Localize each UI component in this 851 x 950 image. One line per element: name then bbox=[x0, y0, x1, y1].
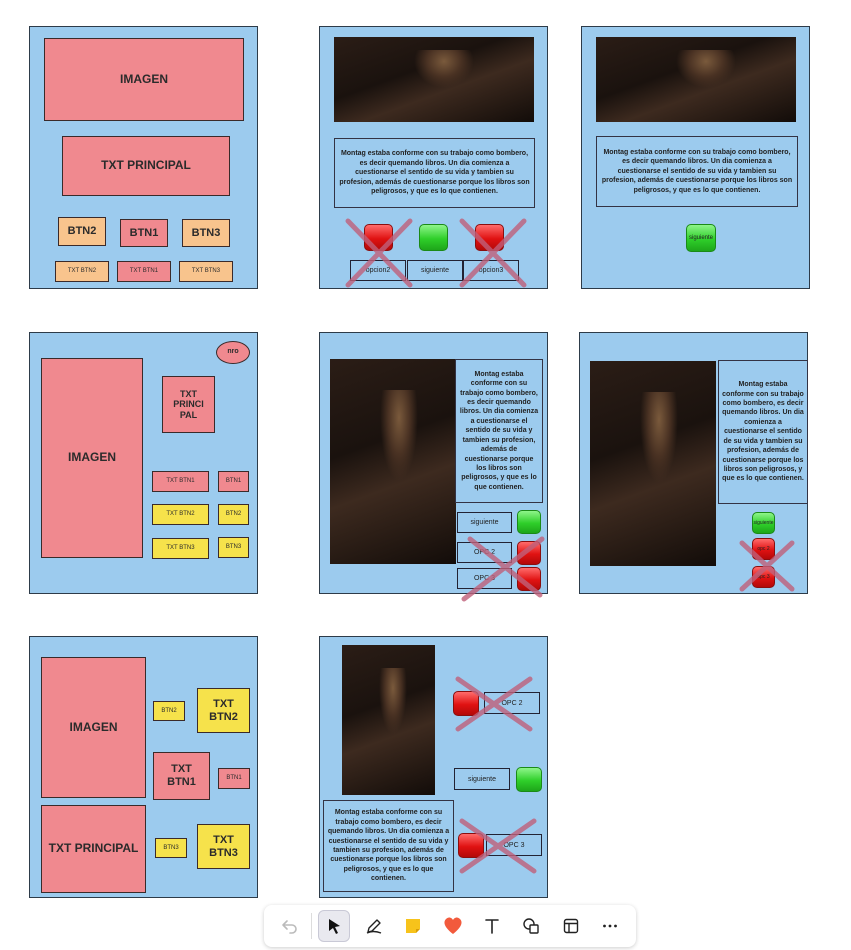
pen-icon[interactable] bbox=[358, 910, 389, 942]
opc2-button-label: opc 2 bbox=[757, 546, 770, 552]
siguiente-label[interactable]: siguiente bbox=[457, 512, 512, 533]
txt-btn1-placeholder: TXT BTN1 bbox=[117, 261, 171, 282]
red-option-button-right[interactable] bbox=[475, 224, 504, 251]
main-text-placeholder: TXT PRINCIPAL bbox=[62, 136, 230, 196]
green-next-button[interactable] bbox=[419, 224, 448, 251]
btn3-placeholder: BTN3 bbox=[182, 219, 230, 247]
select-icon[interactable] bbox=[318, 910, 350, 942]
wireframe-1-frame: IMAGEN TXT PRINCIPAL BTN2 BTN1 BTN3 TXT … bbox=[29, 26, 258, 289]
siguiente-label[interactable]: siguiente bbox=[454, 768, 510, 790]
btn2-placeholder: BTN2 bbox=[218, 504, 249, 525]
siguiente-label[interactable]: siguiente bbox=[407, 260, 463, 281]
txt-btn3-placeholder: TXT BTN3 bbox=[152, 538, 209, 559]
number-badge: nro bbox=[216, 341, 250, 364]
reaction-icon[interactable] bbox=[437, 910, 468, 942]
txt-btn1-placeholder: TXT BTN1 bbox=[153, 752, 210, 800]
story-image bbox=[342, 645, 435, 795]
green-next-button[interactable] bbox=[517, 510, 541, 534]
btn2-placeholder: BTN2 bbox=[58, 217, 106, 246]
btn3-placeholder: BTN3 bbox=[155, 838, 187, 858]
btn1-placeholder: BTN1 bbox=[218, 471, 249, 492]
shapes-icon[interactable] bbox=[516, 910, 547, 942]
story-text-box: Montag estaba conforme con su trabajo co… bbox=[718, 360, 808, 504]
option2-label[interactable]: opcion2 bbox=[350, 260, 406, 281]
txt-btn1-placeholder: TXT BTN1 bbox=[152, 471, 209, 492]
opc3-button-label: opc 3 bbox=[757, 574, 770, 580]
mockup-3-frame: Montag estaba conforme con su trabajo co… bbox=[319, 332, 548, 602]
bottom-toolbar bbox=[264, 905, 636, 947]
red-option-button-2[interactable] bbox=[517, 541, 541, 565]
main-text-placeholder: TXT PRINCIPAL bbox=[41, 805, 146, 893]
red-option-button-2[interactable] bbox=[453, 691, 479, 716]
text-icon[interactable] bbox=[476, 910, 507, 942]
red-option-button-3[interactable] bbox=[458, 833, 484, 858]
image-placeholder: IMAGEN bbox=[44, 38, 244, 121]
wireframe-2-frame: nro IMAGEN TXT PRINCI PAL TXT BTN1 BTN1 … bbox=[29, 332, 258, 594]
txt-btn2-placeholder: TXT BTN2 bbox=[197, 688, 250, 733]
option2-label[interactable]: OPC 2 bbox=[484, 692, 540, 714]
btn1-placeholder: BTN1 bbox=[120, 219, 168, 247]
txt-btn2-placeholder: TXT BTN2 bbox=[55, 261, 109, 282]
story-image bbox=[330, 359, 456, 564]
story-text-box: Montag estaba conforme con su trabajo co… bbox=[334, 138, 535, 208]
mockup-2-frame: Montag estaba conforme con su trabajo co… bbox=[581, 26, 810, 289]
txt-btn2-placeholder: TXT BTN2 bbox=[152, 504, 209, 525]
red-option-button-left[interactable] bbox=[364, 224, 393, 251]
story-text-box: Montag estaba conforme con su trabajo co… bbox=[455, 359, 543, 503]
mockup-5-frame: Montag estaba conforme con su trabajo co… bbox=[319, 636, 548, 898]
siguiente-button-label: siguiente bbox=[753, 520, 774, 526]
btn1-placeholder: BTN1 bbox=[218, 768, 250, 789]
toolbar-divider bbox=[311, 913, 313, 939]
story-text-box: Montag estaba conforme con su trabajo co… bbox=[323, 800, 454, 892]
green-next-button[interactable] bbox=[752, 512, 775, 534]
story-text-box: Montag estaba conforme con su trabajo co… bbox=[596, 136, 798, 207]
image-placeholder: IMAGEN bbox=[41, 657, 146, 798]
option3-label[interactable]: OPC 3 bbox=[457, 568, 512, 589]
green-next-button[interactable] bbox=[686, 224, 716, 252]
option2-label[interactable]: OPC 2 bbox=[457, 542, 512, 563]
txt-btn3-placeholder: TXT BTN3 bbox=[179, 261, 233, 282]
main-text-placeholder: TXT PRINCI PAL bbox=[162, 376, 215, 433]
sticky-note-icon[interactable] bbox=[397, 910, 428, 942]
story-image bbox=[334, 37, 534, 122]
undo-icon[interactable] bbox=[274, 910, 305, 942]
more-icon[interactable] bbox=[595, 910, 626, 942]
option3-label[interactable]: opcion3 bbox=[463, 260, 519, 281]
btn3-placeholder: BTN3 bbox=[218, 537, 249, 558]
story-image bbox=[590, 361, 716, 566]
txt-btn3-placeholder: TXT BTN3 bbox=[197, 824, 250, 869]
option3-label[interactable]: OPC 3 bbox=[486, 834, 542, 856]
green-next-button[interactable] bbox=[516, 767, 542, 792]
red-option-button-3[interactable] bbox=[517, 567, 541, 591]
image-placeholder: IMAGEN bbox=[41, 358, 143, 558]
story-image bbox=[596, 37, 796, 122]
frame-icon[interactable] bbox=[555, 910, 586, 942]
btn2-placeholder: BTN2 bbox=[153, 701, 185, 721]
siguiente-button-label: siguiente bbox=[688, 235, 714, 241]
mockup-4-frame: Montag estaba conforme con su trabajo co… bbox=[579, 332, 808, 594]
wireframe-3-frame: IMAGEN TXT PRINCIPAL BTN2 TXT BTN2 TXT B… bbox=[29, 636, 258, 898]
mockup-1-frame: Montag estaba conforme con su trabajo co… bbox=[319, 26, 548, 289]
